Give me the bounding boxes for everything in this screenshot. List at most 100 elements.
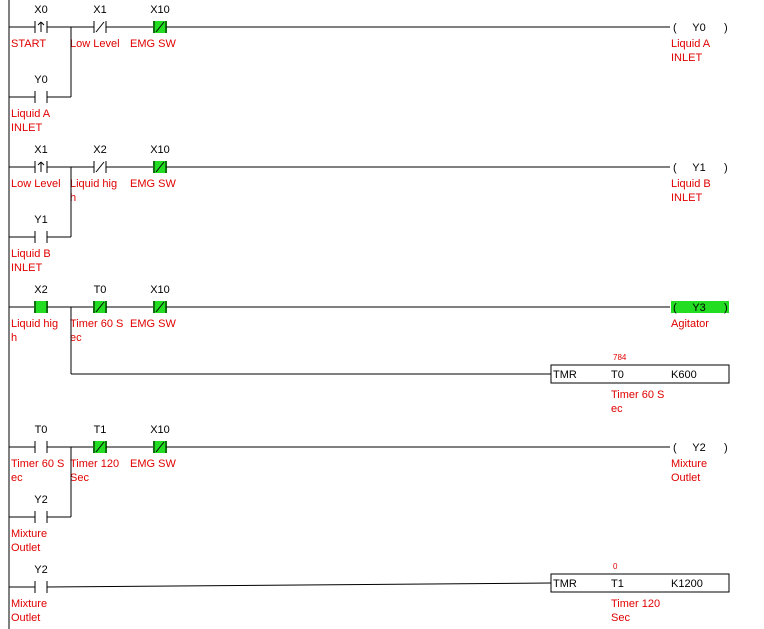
contact-comment: Mixture bbox=[11, 528, 47, 540]
timer-comment: Timer 120 bbox=[611, 598, 660, 610]
contact-edge-arrow-head bbox=[37, 21, 42, 26]
contact-comment: Liquid hig bbox=[11, 318, 58, 330]
coil-close-paren: ) bbox=[724, 442, 728, 454]
contact-nc-slash bbox=[95, 21, 105, 33]
contact-comment: h bbox=[11, 332, 17, 344]
coil-y3: (Y3)Agitator bbox=[671, 301, 729, 330]
timer-comment: Timer 60 S bbox=[611, 389, 664, 401]
contact-edge-arrow-head bbox=[37, 161, 42, 166]
contact-comment: ec bbox=[11, 472, 23, 484]
timer-instruction: TMR bbox=[553, 578, 577, 590]
contact-comment: Liquid hig bbox=[70, 178, 117, 190]
contact-address: X10 bbox=[150, 284, 170, 296]
coil-address: Y0 bbox=[692, 22, 705, 34]
contact-comment: Liquid B bbox=[11, 248, 51, 260]
contact-comment: EMG SW bbox=[130, 38, 176, 50]
rung-wire bbox=[46, 582, 552, 588]
contact-nc-slash bbox=[155, 161, 165, 173]
contact-address: Y2 bbox=[34, 494, 47, 506]
contact-comment: ec bbox=[70, 332, 82, 344]
coil-address: Y2 bbox=[692, 442, 705, 454]
timer-box bbox=[550, 364, 730, 384]
coil-comment: Liquid B bbox=[671, 178, 711, 190]
contact-comment: Timer 60 S bbox=[11, 458, 64, 470]
contact-nc-slash bbox=[95, 441, 105, 453]
coil-comment: Outlet bbox=[671, 472, 700, 484]
contact-comment: EMG SW bbox=[130, 318, 176, 330]
coil-close-paren: ) bbox=[724, 162, 728, 174]
timer-address: T0 bbox=[611, 369, 624, 381]
contact-address: X2 bbox=[34, 284, 47, 296]
coil-comment: Agitator bbox=[671, 318, 709, 330]
coil-address: Y3 bbox=[692, 302, 705, 314]
contact-address: X1 bbox=[93, 4, 106, 16]
contact-comment: EMG SW bbox=[130, 458, 176, 470]
timer-comment: Sec bbox=[611, 612, 630, 624]
contact-edge-arrow-head bbox=[40, 161, 45, 166]
contact-address: T0 bbox=[35, 424, 48, 436]
contact-comment: INLET bbox=[11, 122, 42, 134]
contact-address: X2 bbox=[93, 144, 106, 156]
coil-comment: INLET bbox=[671, 192, 702, 204]
contact-nc-slash bbox=[95, 301, 105, 313]
contact-address: X1 bbox=[34, 144, 47, 156]
contact-address: X10 bbox=[150, 4, 170, 16]
contact-address: T0 bbox=[94, 284, 107, 296]
contact-comment: Liquid A bbox=[11, 108, 51, 120]
coil-active-fill bbox=[671, 301, 729, 313]
coil-open-paren: ( bbox=[673, 162, 677, 174]
coil-y1: ( Y1) Liquid B INLET bbox=[671, 162, 728, 204]
contact-nc-slash bbox=[155, 21, 165, 33]
coil-open-paren: ( bbox=[673, 302, 677, 314]
contact-comment: Outlet bbox=[11, 612, 40, 624]
contact-address: X10 bbox=[150, 144, 170, 156]
contact-comment: INLET bbox=[11, 262, 42, 274]
coil-close-paren: ) bbox=[724, 22, 728, 34]
contact-nc-slash bbox=[155, 301, 165, 313]
contact-address: T1 bbox=[94, 424, 107, 436]
timer-current-value: 784 bbox=[613, 353, 627, 362]
coil-address: Y1 bbox=[692, 162, 705, 174]
contact-address: X0 bbox=[34, 4, 47, 16]
contact-comment: h bbox=[70, 192, 76, 204]
contact-comment: Mixture bbox=[11, 598, 47, 610]
contact-address: Y1 bbox=[34, 214, 47, 226]
contact-comment: EMG SW bbox=[130, 178, 176, 190]
contact-comment: Timer 60 S bbox=[70, 318, 123, 330]
contact-comment: Timer 120 bbox=[70, 458, 119, 470]
contact-active-fill bbox=[34, 301, 48, 313]
coil-comment: Mixture bbox=[671, 458, 707, 470]
contact-address: Y2 bbox=[34, 564, 47, 576]
contact-comment: Sec bbox=[70, 472, 89, 484]
timer-address: T1 bbox=[611, 578, 624, 590]
contact-nc-slash bbox=[155, 441, 165, 453]
contact-comment: Low Level bbox=[11, 178, 61, 190]
contact-address: Y0 bbox=[34, 74, 47, 86]
coil-comment: INLET bbox=[671, 52, 702, 64]
timer-box bbox=[550, 573, 730, 593]
contact-edge-arrow-head bbox=[40, 21, 45, 26]
contact-comment: Low Level bbox=[70, 38, 120, 50]
timer-comment: ec bbox=[611, 403, 623, 415]
contact-comment: Outlet bbox=[11, 542, 40, 554]
